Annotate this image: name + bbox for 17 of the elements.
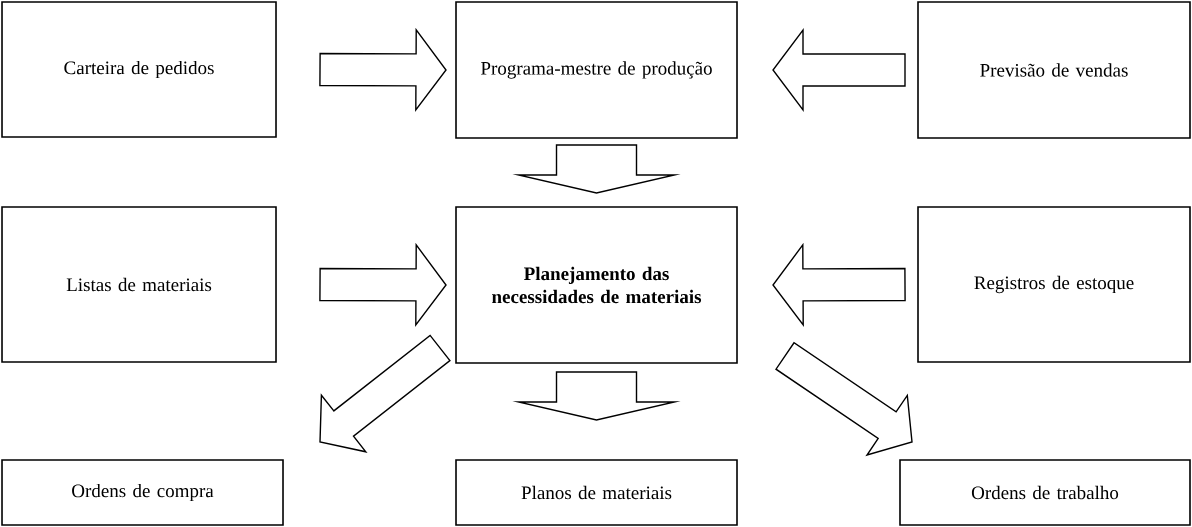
- block-arrow: [772, 242, 906, 327]
- process-box: Previsão de vendas: [917, 1, 1191, 139]
- block-arrow: [319, 27, 447, 112]
- block-arrow: [319, 242, 447, 327]
- block-arrow: [512, 371, 681, 421]
- process-box: Carteira de pedidos: [1, 1, 277, 138]
- process-box: Planejamento das necessidades de materiais: [455, 206, 738, 364]
- process-box: Ordens de compra: [1, 459, 284, 526]
- process-box: Ordens de trabalho: [899, 459, 1191, 526]
- process-box: Listas de materiais: [1, 206, 277, 363]
- block-arrow: [319, 334, 451, 453]
- block-arrow: [775, 341, 913, 457]
- process-box: Registros de estoque: [917, 206, 1191, 363]
- block-arrow: [512, 144, 681, 194]
- process-box: Planos de materiais: [455, 459, 738, 526]
- process-box: Programa-mestre de produção: [455, 1, 738, 139]
- block-arrow: [772, 27, 906, 113]
